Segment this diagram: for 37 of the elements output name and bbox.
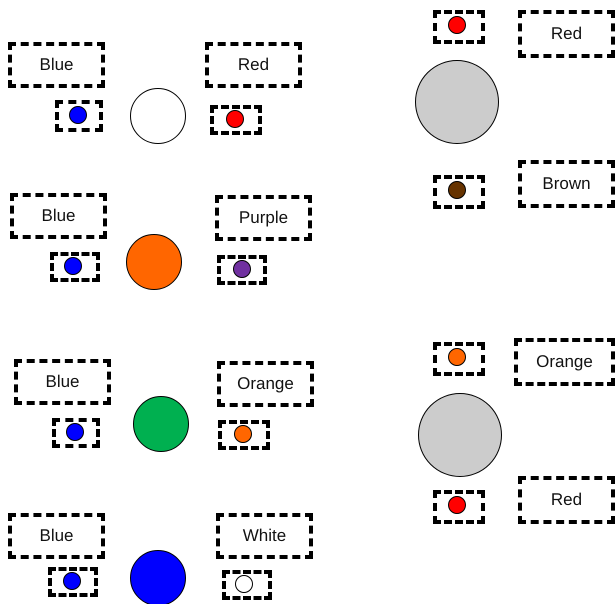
- large-circle: [130, 550, 186, 604]
- dashed-frame: [433, 175, 485, 209]
- label-box: Blue: [14, 359, 111, 405]
- label-box: Red: [205, 42, 302, 88]
- label-box: Blue: [10, 193, 107, 239]
- label-box: Purple: [215, 195, 312, 241]
- label-box: Red: [518, 10, 615, 58]
- dashed-frame: [218, 420, 270, 450]
- small-dot: [64, 257, 82, 275]
- label-box: Orange: [217, 361, 314, 407]
- small-dot: [233, 260, 251, 278]
- small-dot: [69, 106, 87, 124]
- label-box: Red: [518, 476, 615, 524]
- dashed-frame: [433, 490, 485, 524]
- dashed-frame: [433, 342, 485, 376]
- small-dot: [234, 425, 252, 443]
- dashed-frame: [433, 10, 485, 44]
- label-box: White: [216, 513, 313, 559]
- small-dot: [235, 575, 253, 593]
- label-box: Blue: [8, 42, 105, 88]
- dashed-frame: [50, 252, 100, 282]
- dashed-frame: [48, 567, 98, 597]
- dashed-frame: [222, 570, 272, 600]
- dashed-frame: [217, 255, 267, 285]
- dashed-frame: [55, 100, 103, 132]
- dashed-frame: [210, 105, 262, 135]
- small-dot: [66, 423, 84, 441]
- label-box: Brown: [518, 160, 615, 208]
- dashed-frame: [52, 418, 100, 448]
- small-dot: [226, 110, 244, 128]
- small-dot: [448, 496, 466, 514]
- small-dot: [448, 16, 466, 34]
- label-box: Orange: [514, 338, 615, 386]
- small-dot: [448, 181, 466, 199]
- label-box: Blue: [8, 513, 105, 559]
- small-dot: [448, 348, 466, 366]
- small-dot: [63, 572, 81, 590]
